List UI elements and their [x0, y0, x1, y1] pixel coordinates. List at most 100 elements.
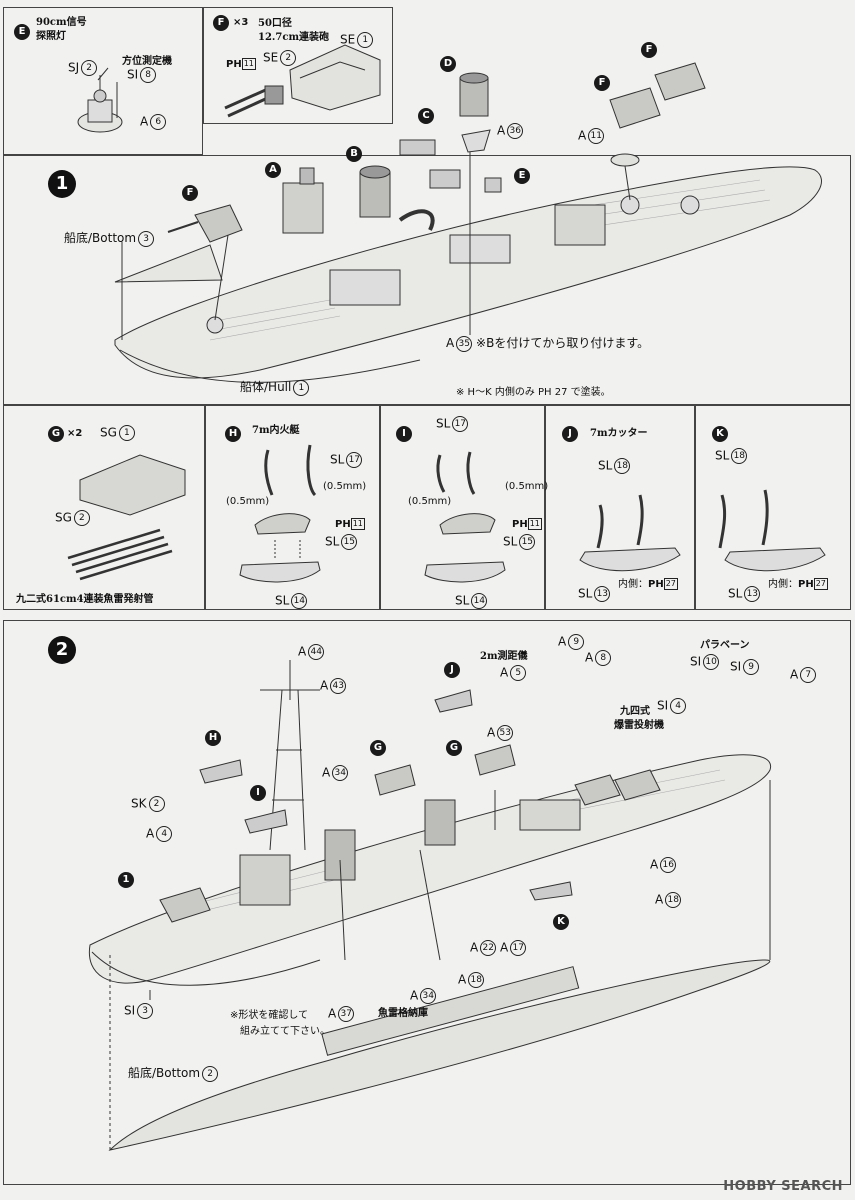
panel-f-title-line1: 50口径: [258, 18, 292, 29]
panel-j-cutter: [545, 405, 695, 610]
panel-j-title: 7mカッター: [590, 428, 648, 439]
callout-j-step2: J: [444, 662, 460, 678]
panel-f-gun-mount: [203, 7, 393, 124]
panel-e-title-line1: 90cm信号: [36, 17, 87, 28]
paravane-label: パラベーン: [700, 640, 750, 651]
panel-g-caption: 九二式61cm4連装魚雷発射管: [16, 594, 154, 605]
panel-i-boat: [380, 405, 545, 610]
callout-g-step2a: G: [370, 740, 386, 756]
step2-note-line2: 組み立てて下さい。: [240, 1026, 330, 1037]
depth-charge-label-2: 爆雷投射機: [614, 720, 664, 731]
callout-e-step1: E: [514, 168, 530, 184]
i-measure-right: (0.5mm): [505, 481, 549, 492]
rangefinder-2m-label: 2m測距儀: [480, 651, 528, 662]
step-2-number: 2: [48, 636, 76, 664]
callout-i-step2: I: [250, 785, 266, 801]
i-measure-left: (0.5mm): [408, 496, 452, 507]
panel-e-searchlight: [3, 7, 203, 155]
panel-g-qty: ×2: [67, 428, 83, 439]
callout-f-step1c: F: [641, 42, 657, 58]
panel-step-2: [3, 620, 851, 1185]
callout-f-step1a: F: [182, 185, 198, 201]
callout-g-step2b: G: [446, 740, 462, 756]
panel-g-torpedo: [3, 405, 205, 610]
callout-i-badge: I: [396, 426, 412, 442]
step2-note-line1: ※形状を確認して: [230, 1010, 309, 1021]
panel-e-title-line2: 探照灯: [36, 31, 66, 42]
depth-charge-label-1: 九四式: [620, 706, 650, 717]
callout-k-step2: K: [553, 914, 569, 930]
panel-h-boat: [205, 405, 380, 610]
callout-k-badge: K: [712, 426, 728, 442]
watermark: HOBBY SEARCH: [723, 1179, 843, 1194]
h-measure-right: (0.5mm): [323, 481, 367, 492]
callout-b-step1: B: [346, 146, 362, 162]
h-measure-left: (0.5mm): [226, 496, 270, 507]
callout-g-badge: G: [48, 426, 64, 442]
callout-h-badge: H: [225, 426, 241, 442]
callout-1-step2: 1: [118, 872, 134, 888]
callout-e-badge: E: [14, 24, 30, 40]
callout-j-badge: J: [562, 426, 578, 442]
panel-e-rangefinder-label: 方位測定機: [122, 56, 172, 67]
panel-f-qty: ×3: [233, 17, 249, 28]
callout-a-step1: A: [265, 162, 281, 178]
callout-c-step1: C: [418, 108, 434, 124]
torpedo-storage-label: 魚雷格納庫: [378, 1008, 428, 1019]
step1-paint-note: ※ H～K 内側のみ PH 27 で塗装。: [456, 387, 611, 398]
panel-h-title: 7m内火艇: [252, 425, 300, 436]
step-1-number: 1: [48, 170, 76, 198]
callout-h-step2: H: [205, 730, 221, 746]
callout-f-step1b: F: [594, 75, 610, 91]
panel-f-title-line2: 12.7cm連装砲: [258, 32, 330, 43]
callout-d-step1: D: [440, 56, 456, 72]
